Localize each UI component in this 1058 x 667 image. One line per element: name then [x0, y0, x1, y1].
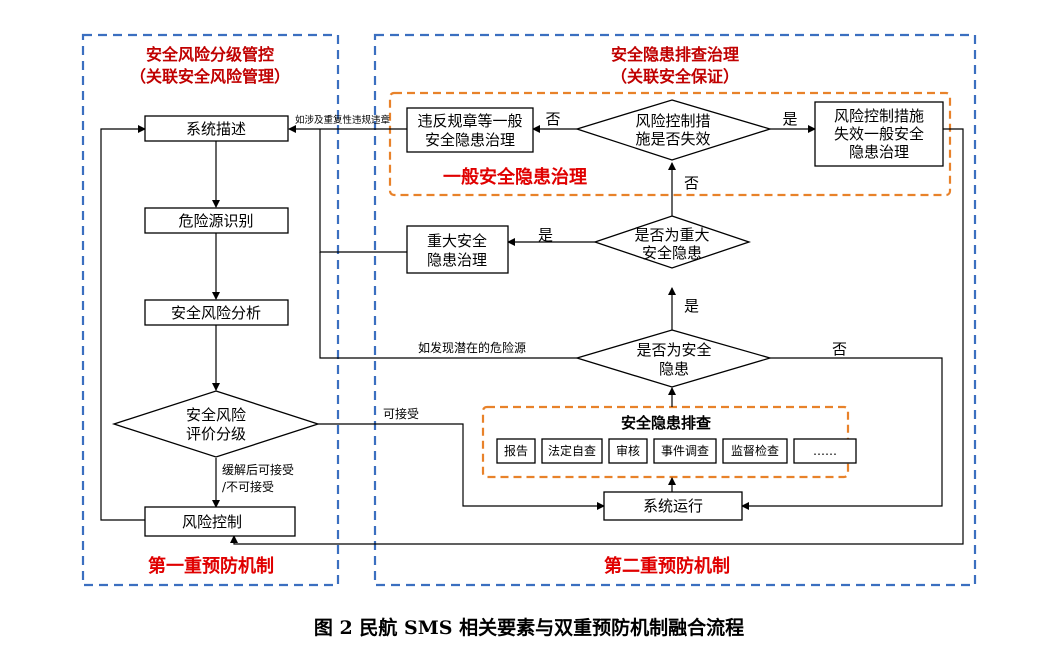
- label-potential-hazard: 如发现潜在的危险源: [418, 340, 526, 355]
- node-is-hazard-question-2: 隐患: [659, 360, 689, 378]
- label-no-hazard: 否: [832, 340, 847, 358]
- edge-major-to-desc: [319, 129, 407, 253]
- edge-fail-to-control: [230, 128, 964, 545]
- inspection-item-label: 报告: [504, 443, 528, 458]
- edge-hazard-no: [741, 357, 943, 510]
- node-violation: [406, 107, 534, 153]
- node-is-hazard-question-1: 是否为安全: [636, 341, 711, 359]
- inspection-item-label: 监督检查: [731, 443, 779, 458]
- inspection-title: 安全隐患排查: [621, 414, 712, 432]
- node-system-run: [603, 491, 743, 521]
- node-risk-control: [144, 506, 296, 537]
- node-major-label-1: 重大安全: [427, 232, 487, 250]
- left-panel-frame: [81, 33, 340, 587]
- node-major-label-2: 隐患治理: [427, 251, 487, 269]
- node-major-question-2: 安全隐患: [642, 244, 702, 262]
- node-risk-eval-label-1: 安全风险: [186, 406, 246, 424]
- inspection-item-box: [653, 438, 717, 464]
- node-control-fail-label-1: 风险控制措施: [834, 107, 924, 125]
- node-major-question: [592, 215, 752, 269]
- node-control-fail-label-3: 隐患治理: [849, 143, 909, 161]
- node-is-hazard-question: [574, 329, 773, 388]
- inspection-item-box: [541, 438, 603, 464]
- node-risk-eval: [111, 390, 321, 458]
- label-no-mid: 否: [684, 174, 699, 192]
- inspection-item-box: [496, 438, 536, 464]
- node-system-desc: [144, 115, 289, 142]
- node-risk-analysis-label: 安全风险分析: [171, 304, 261, 322]
- right-panel-frame: [373, 33, 977, 587]
- figure-caption: 图 2 民航 SMS 相关要素与双重预防机制融合流程: [314, 616, 744, 639]
- label-yes-top: 是: [782, 110, 797, 128]
- node-system-desc-label: 系统描述: [186, 120, 246, 138]
- label-mitigate-2: /不可接受: [222, 479, 274, 494]
- edge-acceptable: [318, 423, 605, 510]
- right-panel-footer: 第二重预防机制: [604, 555, 730, 577]
- inspection-item-box: [793, 438, 857, 464]
- node-control-fail-question-2: 施是否失效: [635, 130, 710, 148]
- node-major: [406, 225, 509, 274]
- label-yes-hazard: 是: [684, 297, 699, 315]
- label-no-top: 否: [545, 110, 560, 128]
- node-control-fail: [814, 101, 944, 167]
- inspection-item-box: [608, 438, 648, 464]
- left-panel-subtitle: （关联安全风险管理）: [130, 67, 290, 86]
- node-violation-label-1: 违反规章等一般: [417, 112, 522, 130]
- left-panel-footer: 第一重预防机制: [148, 555, 274, 577]
- label-mitigate-1: 缓解后可接受: [222, 462, 294, 477]
- label-repeat-violation: 如涉及重复性违规违章: [295, 114, 391, 126]
- node-system-run-label: 系统运行: [643, 497, 703, 515]
- node-risk-control-label: 风险控制: [182, 513, 242, 531]
- node-control-fail-question: [574, 99, 773, 161]
- label-yes-major: 是: [538, 226, 553, 244]
- node-control-fail-question-1: 风险控制措: [635, 112, 710, 130]
- node-risk-eval-label-2: 评价分级: [186, 425, 246, 443]
- node-major-question-1: 是否为重大: [634, 226, 709, 244]
- general-hazard-group-label: 一般安全隐患治理: [443, 166, 587, 188]
- inspection-item-label: 审核: [616, 443, 640, 458]
- inspection-items: 报告 法定自查 审核 事件调查 监督检查 ……: [496, 438, 857, 464]
- inspection-item-label: 法定自查: [548, 443, 596, 458]
- left-panel-title: 安全风险分级管控: [146, 45, 274, 64]
- node-violation-label-2: 安全隐患治理: [425, 131, 515, 149]
- node-hazard-id: [144, 207, 289, 234]
- right-panel-subtitle: （关联安全保证）: [611, 67, 739, 86]
- inspection-item-label: ……: [813, 444, 837, 458]
- node-hazard-id-label: 危险源识别: [178, 212, 253, 230]
- inspection-item-box: [722, 438, 788, 464]
- edge-control-feedback: [100, 125, 146, 521]
- general-hazard-group: [388, 91, 952, 197]
- inspection-item-label: 事件调查: [661, 444, 709, 458]
- edge-potential-hazard: [319, 252, 577, 359]
- node-control-fail-label-2: 失效一般安全: [834, 125, 924, 143]
- node-risk-analysis: [144, 299, 289, 326]
- label-acceptable: 可接受: [383, 406, 419, 421]
- right-panel-title: 安全隐患排查治理: [611, 45, 739, 64]
